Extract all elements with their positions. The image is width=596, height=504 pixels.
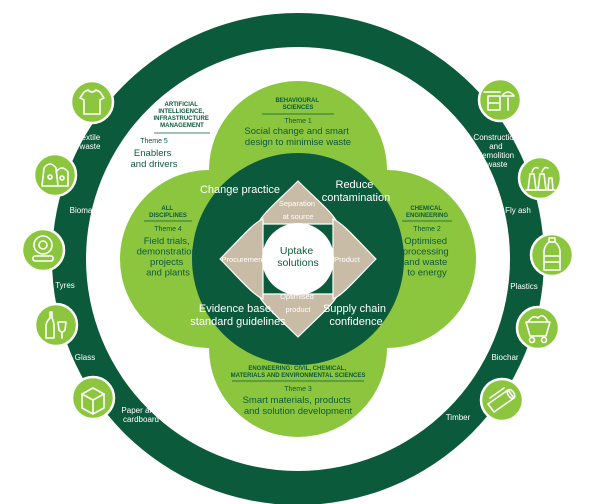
petal-right-label: Product: [334, 255, 361, 264]
biomass-label: Biomass: [70, 206, 101, 215]
timber-icon-circle: [479, 377, 525, 423]
tyres-label: Tyres: [55, 281, 75, 290]
petal-bottom-label: Optimised product: [280, 292, 316, 314]
theme-3-block: ENGINEERING: CIVIL, CHEMICAL, MATERIALS …: [231, 366, 366, 417]
theme-1-discipline: BEHAVIOURAL SCIENCES: [275, 98, 320, 111]
petal-left-label: Procurement: [222, 255, 266, 264]
theme-5-block: ARTIFICIAL INTELLIGENCE, INFRASTRUCTURE …: [131, 102, 210, 170]
plastics-label: Plastics: [510, 282, 538, 291]
theme-4-discipline: ALL DISCIPLINES: [149, 206, 187, 219]
theme-3-discipline: ENGINEERING: CIVIL, CHEMICAL, MATERIALS …: [231, 366, 366, 379]
theme-1-title: Social change and smart design to minimi…: [244, 126, 351, 148]
quadrant-change-practice: [192, 153, 298, 259]
mine-cart-icon: [525, 314, 551, 344]
construction-icon: [483, 91, 515, 111]
waste-stream-glass: Glass: [33, 302, 95, 362]
theme-5-discipline: ARTIFICIAL INTELLIGENCE, INFRASTRUCTURE …: [153, 102, 210, 129]
timber-label: Timber: [446, 413, 471, 422]
theme-1-number: Theme 1: [284, 118, 312, 125]
quadrant-br-label: Supply chain confidence: [323, 303, 389, 328]
center-label: Uptake solutions: [277, 245, 318, 269]
waste-stream-fly-ash: Fly ash: [505, 155, 563, 215]
quadrant-reduce-contamination: [298, 153, 404, 259]
theme-4-number: Theme 4: [154, 226, 182, 233]
plastics-icon-circle: [529, 232, 575, 278]
textile-label: Textile waste: [78, 133, 103, 151]
theme-2-title: Optimised processing and waste to energy: [403, 236, 452, 279]
theme-5-title: Enablers and drivers: [131, 148, 178, 170]
theme-3-number: Theme 3: [284, 386, 312, 393]
theme-2-discipline: CHEMICAL ENGINEERING: [406, 206, 448, 219]
waste-stream-plastics: Plastics: [510, 232, 575, 291]
petal-top-label: Separation at source: [279, 199, 317, 221]
theme-4-block: ALL DISCIPLINES Theme 4 Field trials, de…: [137, 206, 200, 279]
quadrant-tl-label: Change practice: [200, 184, 280, 196]
bottle-icon: [543, 237, 561, 271]
tshirt-icon: [79, 89, 105, 115]
theme-2-block: CHEMICAL ENGINEERING Theme 2 Optimised p…: [402, 206, 452, 279]
paper-label: Paper and cardboard: [121, 406, 160, 424]
waste-stream-biomass: Biomass: [32, 152, 101, 215]
glass-label: Glass: [75, 353, 95, 362]
construction-label: Construction and demolition waste: [473, 133, 520, 169]
waste-stream-construction: Construction and demolition waste: [473, 77, 523, 169]
waste-stream-textile: Textile waste: [69, 79, 115, 151]
glass-icon: [45, 311, 67, 339]
waste-stream-timber: Timber: [446, 377, 525, 423]
timber-icon: [487, 387, 516, 413]
biochar-label: Biochar: [491, 353, 518, 362]
theme-1-block: BEHAVIOURAL SCIENCES Theme 1 Social chan…: [244, 98, 351, 148]
overlap-quadrants: [192, 153, 404, 365]
theme-3-title: Smart materials, products and solution d…: [243, 395, 354, 417]
theme-2-number: Theme 2: [413, 226, 441, 233]
biomass-icon: [41, 163, 69, 187]
waste-stream-paper: Paper and cardboard: [70, 375, 160, 424]
waste-stream-tyres: Tyres: [20, 227, 75, 290]
textile-icon-circle: [69, 79, 115, 125]
waste-stream-biochar: Biochar: [491, 305, 561, 362]
fly-ash-label: Fly ash: [505, 206, 531, 215]
fly-ash-icon: [525, 166, 556, 191]
tyres-icon: [32, 235, 54, 262]
quadrant-supply-chain: [298, 259, 404, 365]
glass-icon-circle: [33, 302, 79, 348]
quadrant-tr-label: Reduce contamination: [322, 179, 391, 204]
quadrant-evidence-base: [192, 259, 298, 365]
center-circle: [262, 223, 334, 295]
box-icon: [81, 387, 105, 415]
quadrant-bl-label: Evidence base, standard guidelines: [190, 303, 286, 328]
biochar-icon-circle: [515, 305, 561, 351]
theme-4-title: Field trials, demonstration projects and…: [137, 236, 200, 279]
biomass-icon-circle: [32, 152, 78, 198]
theme-5-number: Theme 5: [140, 138, 168, 145]
